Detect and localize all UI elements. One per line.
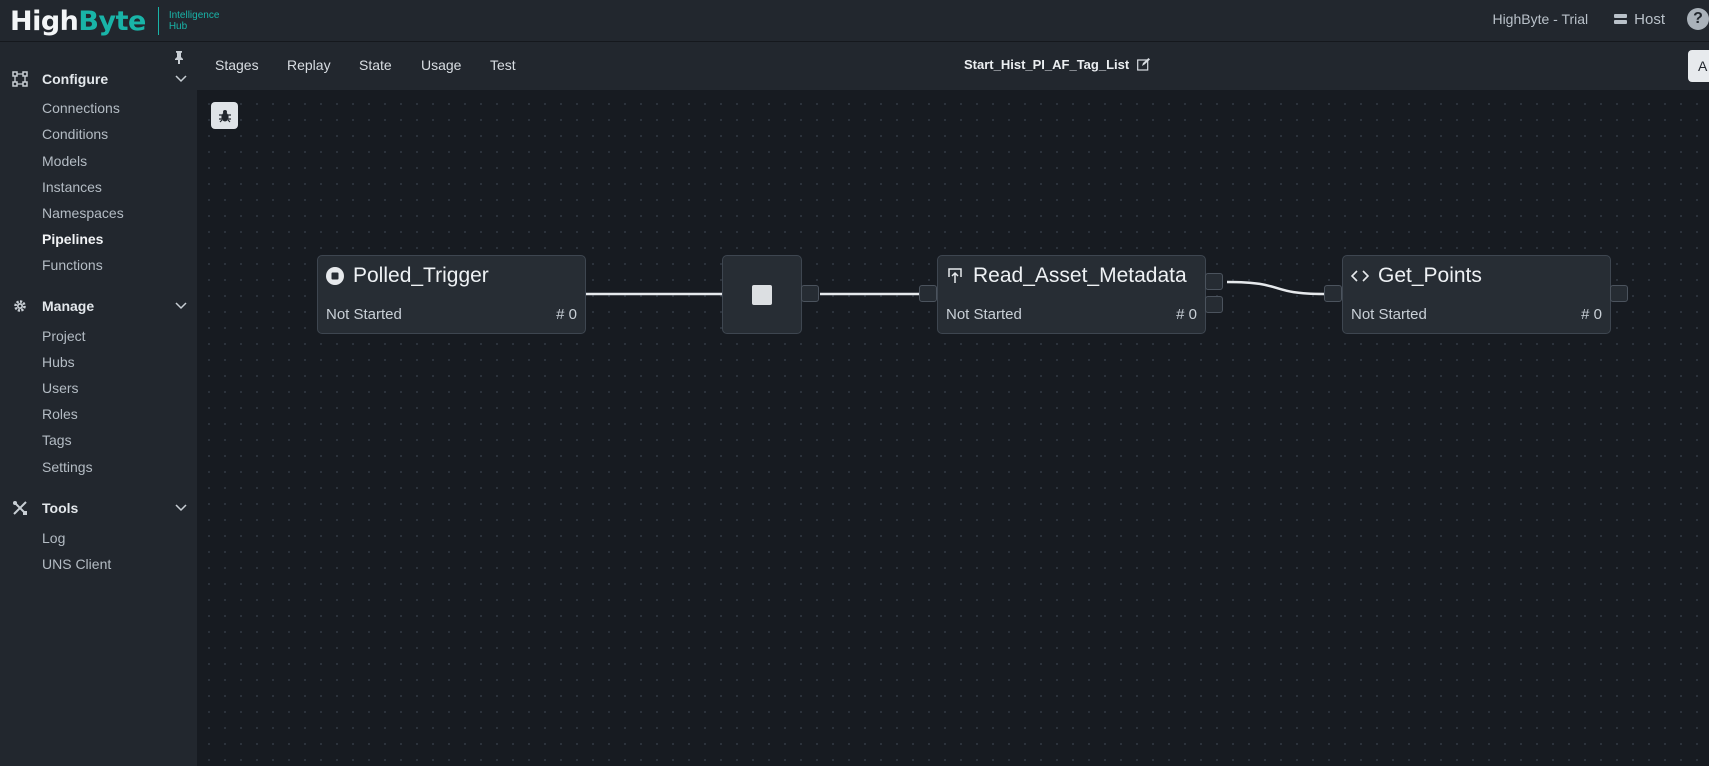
output-port[interactable] [1205, 296, 1223, 313]
tools-icon [13, 501, 27, 515]
top-right-controls: HighByte - Trial Host ? [1492, 0, 1709, 38]
license-label: HighByte - Trial [1492, 11, 1589, 27]
chevron-down-icon[interactable] [175, 72, 187, 84]
pin-icon[interactable] [172, 50, 186, 64]
configure-icon [12, 71, 28, 87]
sidebar-section-tools[interactable]: Tools [12, 498, 187, 518]
stage-count: # 0 [1176, 306, 1197, 323]
stage-title: Read_Asset_Metadata [946, 264, 1187, 288]
host-selector[interactable]: Host [1614, 11, 1665, 28]
sidebar-item-roles[interactable]: Roles [42, 406, 78, 422]
sidebar-item-instances[interactable]: Instances [42, 179, 102, 195]
read-icon [948, 268, 962, 283]
stage-status: Not Started [326, 306, 402, 323]
host-label: Host [1634, 10, 1665, 28]
sidebar-section-label: Configure [42, 71, 109, 87]
pipeline-canvas[interactable]: Polled_Trigger Not Started # 0 Read_Asse… [197, 90, 1709, 766]
stage-node-read-asset-metadata[interactable]: Read_Asset_Metadata Not Started # 0 [937, 255, 1206, 334]
tab-stages[interactable]: Stages [215, 57, 259, 73]
tab-usage[interactable]: Usage [421, 57, 462, 73]
sidebar-item-project[interactable]: Project [42, 328, 86, 344]
stage-title: Polled_Trigger [326, 264, 489, 288]
sidebar-item-pipelines[interactable]: Pipelines [42, 231, 104, 247]
gear-icon [14, 300, 26, 312]
sidebar-item-namespaces[interactable]: Namespaces [42, 205, 124, 221]
stage-node-polled-trigger[interactable]: Polled_Trigger Not Started # 0 [317, 255, 586, 334]
sidebar-item-models[interactable]: Models [42, 153, 88, 169]
sidebar-item-settings[interactable]: Settings [42, 459, 93, 475]
input-port[interactable] [919, 285, 937, 302]
pipeline-name: Start_Hist_PI_AF_Tag_List [964, 57, 1130, 72]
output-port[interactable] [1610, 285, 1628, 302]
sidebar-item-connections[interactable]: Connections [42, 100, 120, 116]
action-button[interactable]: A [1688, 50, 1709, 82]
help-icon[interactable]: ? [1687, 8, 1709, 30]
input-port[interactable] [1324, 285, 1342, 302]
connection-read-to-getpoints [1226, 280, 1325, 296]
server-icon [1614, 13, 1628, 24]
pipeline-connections [586, 280, 1325, 296]
sidebar-section-label: Tools [42, 500, 79, 516]
chevron-down-icon[interactable] [175, 501, 187, 513]
bug-icon [218, 109, 231, 122]
stop-icon [752, 285, 772, 305]
stage-title: Get_Points [1351, 264, 1482, 288]
stage-node-get-points[interactable]: Get_Points Not Started # 0 [1342, 255, 1611, 334]
sidebar-item-users[interactable]: Users [42, 380, 79, 396]
sidebar-item-functions[interactable]: Functions [42, 257, 103, 273]
sidebar-item-uns-client[interactable]: UNS Client [42, 556, 112, 572]
stage-node-stop[interactable] [722, 255, 802, 334]
edit-icon[interactable] [1137, 58, 1151, 71]
logo-divider [157, 7, 159, 35]
tab-state[interactable]: State [359, 57, 392, 73]
debug-button[interactable] [211, 102, 238, 129]
stage-status: Not Started [1351, 306, 1427, 323]
code-icon [1351, 270, 1369, 282]
output-port[interactable] [801, 285, 819, 302]
logo-wordmark: HighByte [10, 5, 146, 37]
pipeline-title: Start_Hist_PI_AF_Tag_List [964, 57, 1151, 72]
tab-replay[interactable]: Replay [287, 57, 331, 73]
sidebar-item-tags[interactable]: Tags [42, 432, 72, 448]
stage-status: Not Started [946, 306, 1022, 323]
trigger-icon [326, 267, 344, 285]
sidebar-section-manage[interactable]: Manage [12, 296, 187, 316]
sidebar-item-hubs[interactable]: Hubs [42, 354, 75, 370]
stage-count: # 0 [556, 306, 577, 323]
sidebar: Configure Connections Conditions Models … [0, 42, 197, 766]
output-port[interactable] [1205, 273, 1223, 290]
tab-test[interactable]: Test [490, 57, 516, 73]
chevron-down-icon[interactable] [175, 299, 187, 311]
sidebar-section-label: Manage [42, 298, 95, 314]
pipeline-toolbar: Stages Replay State Usage Test Start_His… [197, 42, 1709, 90]
sidebar-item-log[interactable]: Log [42, 530, 66, 546]
stage-count: # 0 [1581, 306, 1602, 323]
sidebar-item-conditions[interactable]: Conditions [42, 126, 109, 142]
sidebar-section-configure[interactable]: Configure [12, 69, 187, 89]
